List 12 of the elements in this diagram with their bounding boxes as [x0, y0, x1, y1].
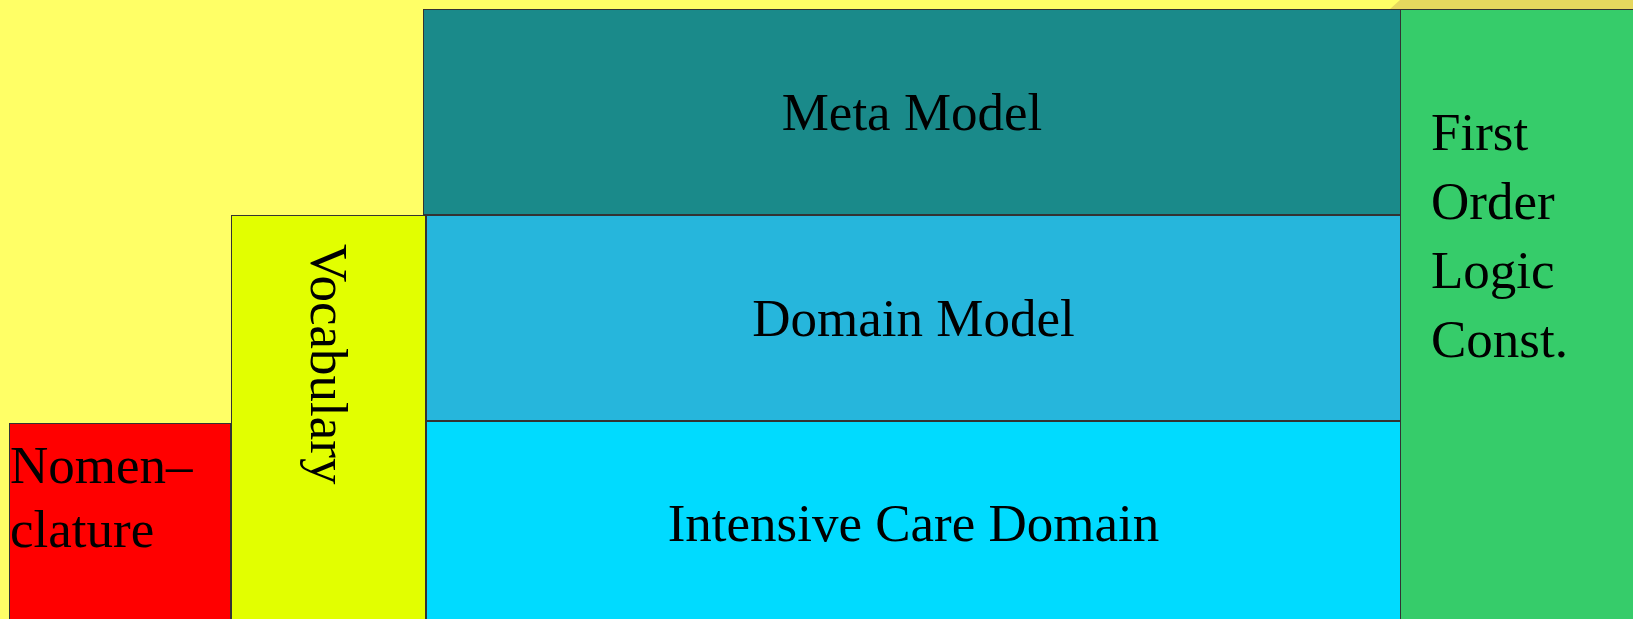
logic-constraints-column — [1400, 9, 1633, 619]
band-label: First Order Logic Const. — [1431, 102, 1569, 370]
domain-model-band — [426, 215, 1401, 421]
band-label: Vocabulary — [298, 244, 359, 485]
vocabulary-column — [231, 215, 426, 619]
band-label: Meta Model — [781, 81, 1043, 143]
intensive-care-domain-band — [426, 421, 1401, 619]
meta-model-band — [423, 9, 1401, 215]
band-label: Domain Model — [752, 287, 1075, 349]
band-label: Intensive Care Domain — [667, 493, 1160, 555]
band-label: Nomen– clature — [10, 435, 194, 560]
nomenclature-box — [9, 423, 231, 619]
